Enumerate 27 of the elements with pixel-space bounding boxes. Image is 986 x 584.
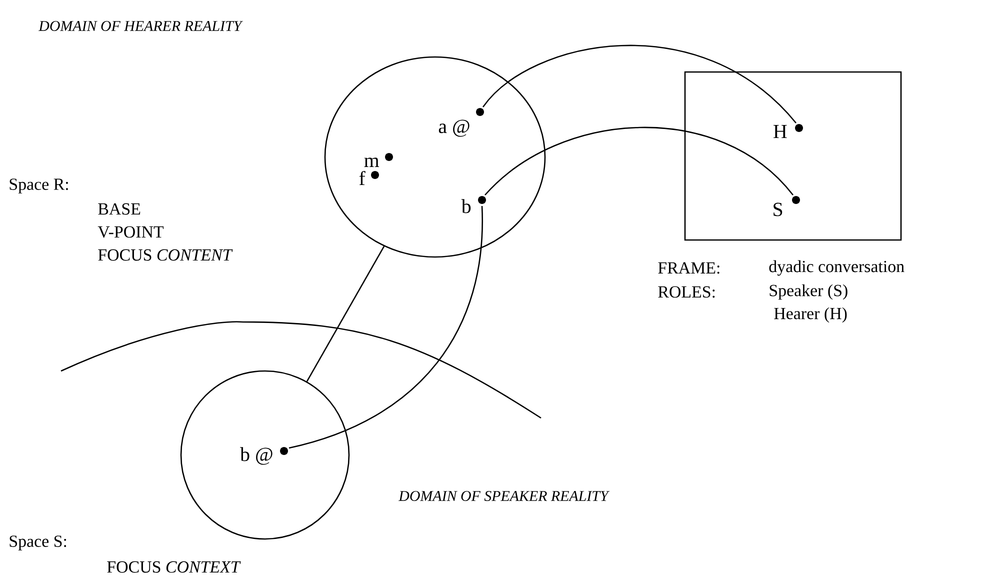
frame-box (684, 71, 902, 241)
frame-note: Speaker (S) (770, 284, 848, 300)
point-label: S (774, 196, 800, 216)
point-label: H (774, 124, 803, 138)
space-description: BASE (98, 203, 140, 215)
point-label: b @ (240, 447, 288, 465)
domain-label: DOMAIN OF HEARER REALITY (38, 20, 243, 31)
space-circle (180, 370, 350, 540)
frame-note: Hearer (H) (774, 307, 847, 323)
space-description: Space R: (10, 178, 68, 194)
point-label: a @ (438, 108, 484, 137)
space-description: V-POINT (98, 226, 164, 238)
point-label: b (461, 196, 486, 214)
space-description: Space S: (10, 536, 66, 550)
connector-line (482, 45, 796, 124)
frame-note: ROLES: (658, 286, 715, 298)
frame-note: FRAME: (658, 262, 720, 274)
space-description: FOCUS CONTENT (98, 249, 233, 261)
space-ellipse (324, 56, 546, 258)
connector-line (306, 246, 385, 382)
domain-label: DOMAIN OF SPEAKER REALITY (398, 490, 610, 501)
frame-note: dyadic conversation (769, 260, 904, 276)
connector-line (484, 126, 794, 196)
point-label: f (359, 170, 379, 185)
connector-line (288, 206, 483, 449)
space-description: FOCUS CONTEXT (107, 561, 241, 573)
point-label: m (364, 153, 393, 167)
